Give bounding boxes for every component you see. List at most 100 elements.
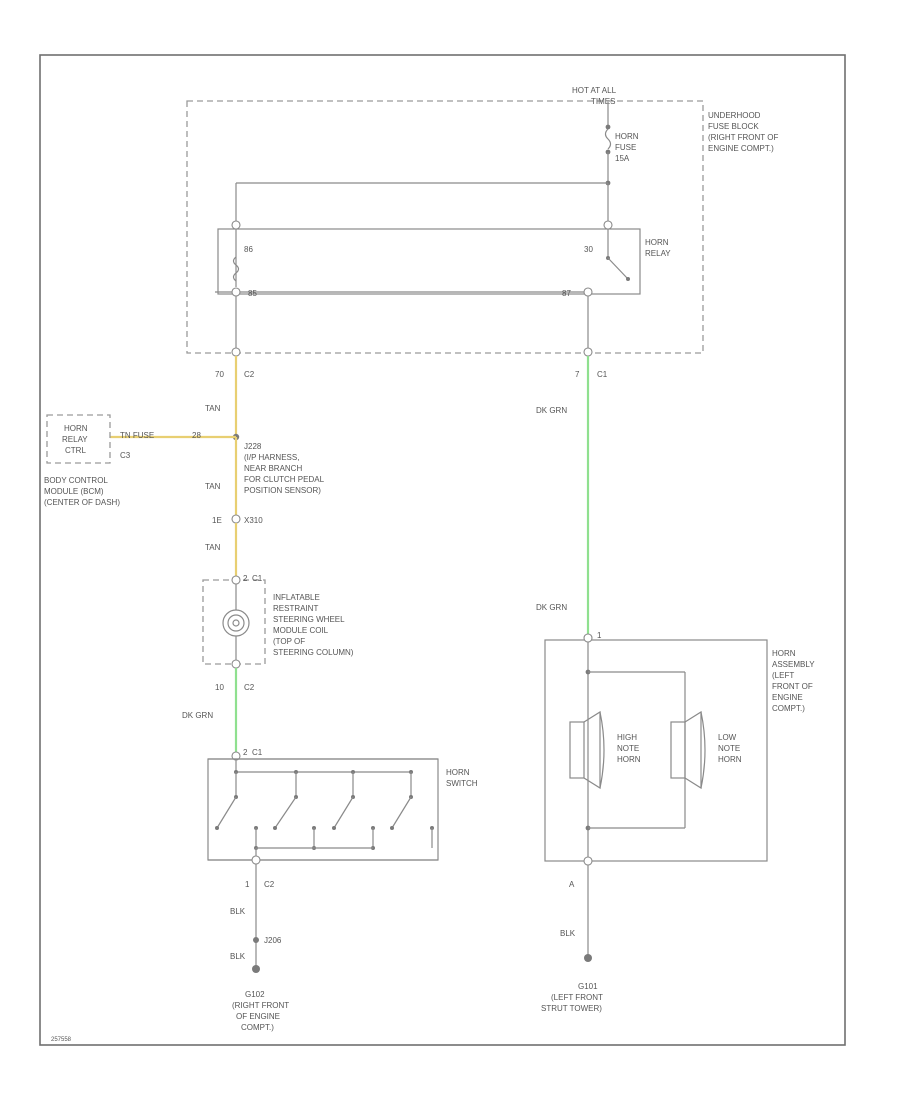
fuse-block-outline	[186, 100, 704, 354]
blk-wire-label-switch: BLK	[230, 907, 246, 916]
coil-desc-4: MODULE COIL	[273, 626, 329, 635]
splice-j206	[253, 937, 259, 943]
connector-c1	[583, 347, 593, 357]
coil-desc: INFLATABLE	[273, 593, 320, 602]
coil-desc-5: (TOP OF	[273, 637, 305, 646]
bcm-name-3: CTRL	[65, 446, 86, 455]
bcm-desc-3: (CENTER OF DASH)	[44, 498, 120, 507]
horn-switch-contacts	[215, 770, 434, 850]
splice-j228-desc: (I/P HARNESS,	[244, 453, 299, 462]
relay-switch-contact	[607, 257, 629, 280]
horn-assembly-name-5: ENGINE	[772, 693, 803, 702]
relay-coil-symbol	[232, 256, 240, 282]
high-note-horn-label: HIGH	[617, 733, 637, 742]
connector-x310	[231, 514, 241, 524]
horn-switch-connector-top: C1	[252, 748, 263, 757]
horn-fuse-symbol	[604, 128, 612, 150]
horn-relay-name: HORN	[645, 238, 669, 247]
tan-wire-label-bottom: TAN	[205, 543, 221, 552]
bcm-desc: BODY CONTROL	[44, 476, 108, 485]
horn-switch-name-2: SWITCH	[446, 779, 478, 788]
relay-terminal-30-label: 30	[584, 245, 593, 254]
horn-assembly-name-4: FRONT OF	[772, 682, 813, 691]
bcm-wire-label: TN FUSE	[120, 431, 154, 440]
fuse-block-name-4: ENGINE COMPT.)	[708, 144, 774, 153]
tan-wire-label-top: TAN	[205, 404, 221, 413]
low-note-horn-label: LOW	[718, 733, 737, 742]
bcm-pin: 28	[192, 431, 201, 440]
horn-assembly-pin-bottom: A	[569, 880, 575, 889]
bcm-box	[46, 414, 111, 464]
horn-switch-connector-bottom: C2	[264, 880, 275, 889]
bcm-name: HORN	[64, 424, 88, 433]
ground-g102-desc-2: OF ENGINE	[236, 1012, 280, 1021]
clockspring-symbol	[222, 609, 250, 637]
horn-fuse-rating: 15A	[615, 154, 630, 163]
horn-assembly-box	[544, 639, 768, 862]
connector-c2-name: C2	[244, 370, 255, 379]
blk-wire-label-ground-left: BLK	[230, 952, 246, 961]
figure-id: 257558	[51, 1037, 72, 1043]
dk-grn-wire-label-top: DK GRN	[536, 406, 567, 415]
coil-desc-6: STEERING COLUMN)	[273, 648, 354, 657]
ground-g101-desc: (LEFT FRONT	[551, 993, 603, 1002]
relay-terminal-30	[603, 220, 613, 230]
horn-relay-box	[217, 228, 641, 295]
horn-switch-name: HORN	[446, 768, 470, 777]
hot-at-all-times-label-2: TIMES	[591, 97, 615, 106]
horn-fuse-word: FUSE	[615, 143, 636, 152]
horn-assembly-name-6: COMPT.)	[772, 704, 805, 713]
high-note-horn-label-3: HORN	[617, 755, 641, 764]
connector-x310-name: X310	[244, 516, 263, 525]
coil-desc-2: RESTRAINT	[273, 604, 318, 613]
coil-pin-top: 2	[243, 574, 248, 583]
relay-terminal-85-label: 85	[248, 289, 257, 298]
splice-j228-desc-3: FOR CLUTCH PEDAL	[244, 475, 325, 484]
relay-terminal-86	[231, 220, 241, 230]
horn-assembly-name-2: ASSEMBLY	[772, 660, 815, 669]
fuse-block-name: UNDERHOOD	[708, 111, 761, 120]
connector-c1-pin: 7	[575, 370, 580, 379]
splice-j228-name: J228	[244, 442, 262, 451]
dk-grn-wire-label-mid: DK GRN	[536, 603, 567, 612]
splice-j206-name: J206	[264, 936, 282, 945]
high-note-horn-symbol	[569, 710, 605, 790]
low-note-horn-label-2: NOTE	[718, 744, 740, 753]
fuse-block-name-2: FUSE BLOCK	[708, 122, 759, 131]
coil-desc-3: STEERING WHEEL	[273, 615, 345, 624]
connector-c2-pin: 70	[215, 370, 224, 379]
ground-g102-desc-3: COMPT.)	[241, 1023, 274, 1032]
bcm-desc-2: MODULE (BCM)	[44, 487, 104, 496]
connector-c2	[231, 347, 241, 357]
fuse-terminal-top	[605, 124, 611, 130]
horn-assembly-name-3: (LEFT	[772, 671, 794, 680]
horn-switch-pin-top: 2	[243, 748, 248, 757]
bcm-connector: C3	[120, 451, 131, 460]
horn-assembly-pin-top: 1	[597, 631, 602, 640]
coil-connector-bottom: C2	[244, 683, 255, 692]
splice-j228-desc-4: POSITION SENSOR)	[244, 486, 321, 495]
fuse-block-name-3: (RIGHT FRONT OF	[708, 133, 778, 142]
low-note-horn-symbol	[670, 710, 706, 790]
tan-wire-label-mid: TAN	[205, 482, 221, 491]
blk-wire-label-horn: BLK	[560, 929, 576, 938]
splice-j228-desc-2: NEAR BRANCH	[244, 464, 302, 473]
ground-g101-desc-2: STRUT TOWER)	[541, 1004, 602, 1013]
bcm-name-2: RELAY	[62, 435, 88, 444]
horn-switch-pin-bottom: 1	[245, 880, 250, 889]
connector-c1-name: C1	[597, 370, 608, 379]
ground-g102	[252, 965, 260, 973]
ground-g102-name: G102	[245, 990, 265, 999]
hot-at-all-times-label: HOT AT ALL	[572, 86, 617, 95]
low-note-horn-label-3: HORN	[718, 755, 742, 764]
coil-pin-bottom: 10	[215, 683, 224, 692]
relay-terminal-86-label: 86	[244, 245, 253, 254]
horn-relay-word: RELAY	[645, 249, 671, 258]
coil-connector-top: C1	[252, 574, 263, 583]
ground-g101-name: G101	[578, 982, 598, 991]
ground-g101	[584, 954, 592, 962]
horn-fuse-name: HORN	[615, 132, 639, 141]
high-note-horn-label-2: NOTE	[617, 744, 639, 753]
diagram-frame	[39, 54, 846, 1046]
